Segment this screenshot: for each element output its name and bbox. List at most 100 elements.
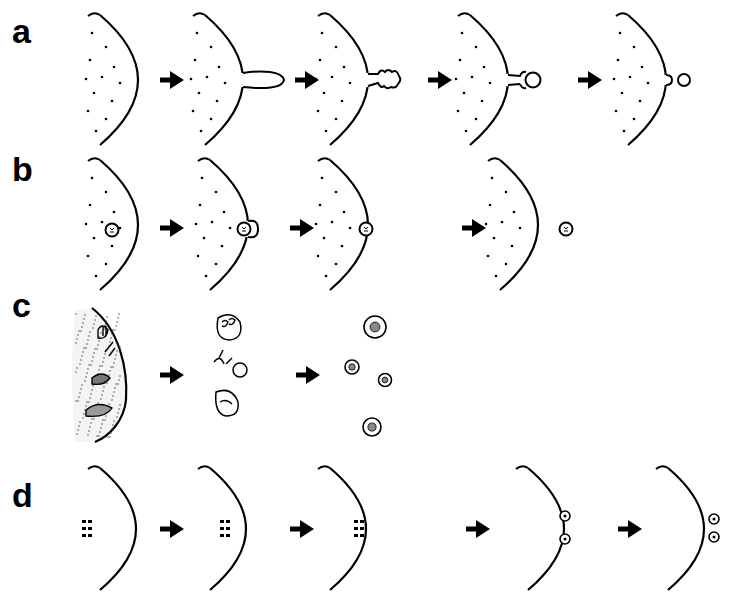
cluster-mark xyxy=(82,534,86,537)
cytoplasm-dot xyxy=(119,82,122,85)
cluster-mark xyxy=(82,520,86,523)
vesicle-core xyxy=(713,518,716,521)
stipple-dot xyxy=(78,396,80,398)
stipple-dot xyxy=(108,403,110,405)
cytoplasm-dot xyxy=(85,223,88,226)
stipple-dot xyxy=(100,332,102,334)
membrane-curl xyxy=(88,466,100,469)
cytoplasm-dots xyxy=(85,32,122,133)
cluster-mark xyxy=(82,527,86,530)
stipple-dot xyxy=(84,314,86,316)
cytoplasm-dot xyxy=(215,191,218,194)
stipple-dot xyxy=(80,388,82,390)
stipple-dot xyxy=(79,363,81,365)
stipple-dot xyxy=(77,429,79,431)
stipple-dot xyxy=(111,333,113,335)
membrane-curl xyxy=(318,466,330,469)
process-arrow xyxy=(160,71,184,89)
cytoplasm-dot xyxy=(493,237,496,240)
stipple-dot xyxy=(86,401,88,403)
stipple-dot xyxy=(105,320,107,322)
cytoplasm-dots xyxy=(190,32,227,133)
cytoplasm-dot xyxy=(475,46,478,49)
cytoplasm-dot xyxy=(349,82,352,85)
stipple-dot xyxy=(118,313,120,315)
process-arrow xyxy=(290,520,314,538)
membrane-cluster xyxy=(220,520,230,537)
stipple-dot xyxy=(99,431,101,433)
stipple-dot xyxy=(100,398,102,400)
cytoplasm-dot xyxy=(317,255,320,258)
membrane-curl xyxy=(198,466,210,469)
cytoplasm-dots xyxy=(315,177,352,278)
stipple-dot xyxy=(102,419,104,421)
cell-membrane xyxy=(500,160,538,290)
cluster-mark xyxy=(354,527,358,530)
cytoplasm-dot xyxy=(335,118,338,121)
cytoplasm-dot xyxy=(335,191,338,194)
cytoplasm-dot xyxy=(93,92,96,95)
organelle xyxy=(105,342,115,356)
stipple-dot xyxy=(89,397,91,399)
stipple-dot xyxy=(118,408,120,410)
stipple-dot xyxy=(82,417,84,419)
apoptotic-body xyxy=(379,374,392,387)
budding-stalk xyxy=(508,72,526,88)
microvesicle xyxy=(678,74,690,86)
stipple-dot xyxy=(106,316,108,318)
cell-fragment xyxy=(214,350,232,364)
stipple-dot xyxy=(92,385,94,387)
cell-membrane xyxy=(330,468,366,590)
process-arrow xyxy=(290,219,314,237)
cell-membrane xyxy=(100,468,136,590)
process-arrow xyxy=(462,219,486,237)
row-letter: d xyxy=(12,478,33,512)
vesicle-core xyxy=(564,538,567,541)
cytoplasm-dot xyxy=(321,177,324,180)
exosome xyxy=(360,223,373,236)
stipple-dot xyxy=(109,370,111,372)
cytoplasm-dot xyxy=(105,46,108,49)
arrow-head xyxy=(170,520,184,538)
stipple-dot xyxy=(110,366,112,368)
cytoplasm-dot xyxy=(317,110,320,113)
stipple-dot xyxy=(75,342,77,344)
stipple-dot xyxy=(115,354,117,356)
stipple-dot xyxy=(90,393,92,395)
membrane-curl xyxy=(193,13,205,16)
stipple-dot xyxy=(91,360,93,362)
stipple-dot xyxy=(113,362,115,364)
cytoplasm-dots xyxy=(613,32,650,133)
stipple-dot xyxy=(86,372,88,374)
stipple-dot xyxy=(91,418,93,420)
stipple-dot xyxy=(98,340,100,342)
membrane-protrusion xyxy=(368,70,400,88)
stipple-dot xyxy=(103,386,105,388)
stipple-dot xyxy=(97,344,99,346)
membrane-cluster xyxy=(354,520,364,537)
stipple-dot xyxy=(112,424,114,426)
cytoplasm-dot xyxy=(206,76,209,79)
stipple-dot xyxy=(75,371,77,373)
cytoplasm-dot xyxy=(495,275,498,278)
arrow-head xyxy=(300,219,314,237)
row-letter: b xyxy=(12,152,33,186)
stipple-dot xyxy=(97,402,99,404)
cluster-mark xyxy=(220,520,224,523)
cell-membrane xyxy=(100,160,138,290)
stipple-dot xyxy=(81,326,83,328)
cytoplasm-dot xyxy=(341,245,344,248)
cytoplasm-dot xyxy=(457,110,460,113)
cluster-mark xyxy=(360,520,364,523)
stipple-dot xyxy=(85,405,87,407)
body-content xyxy=(382,377,388,383)
apoptotic-cell-membrane xyxy=(92,308,126,442)
cytoplasm-dot xyxy=(93,237,96,240)
cluster-mark xyxy=(88,534,92,537)
stipple-dot xyxy=(116,416,118,418)
cytoplasm-dot xyxy=(89,204,92,207)
row-letter: c xyxy=(12,288,31,322)
stipple-dot xyxy=(117,412,119,414)
stipple-dot xyxy=(102,390,104,392)
